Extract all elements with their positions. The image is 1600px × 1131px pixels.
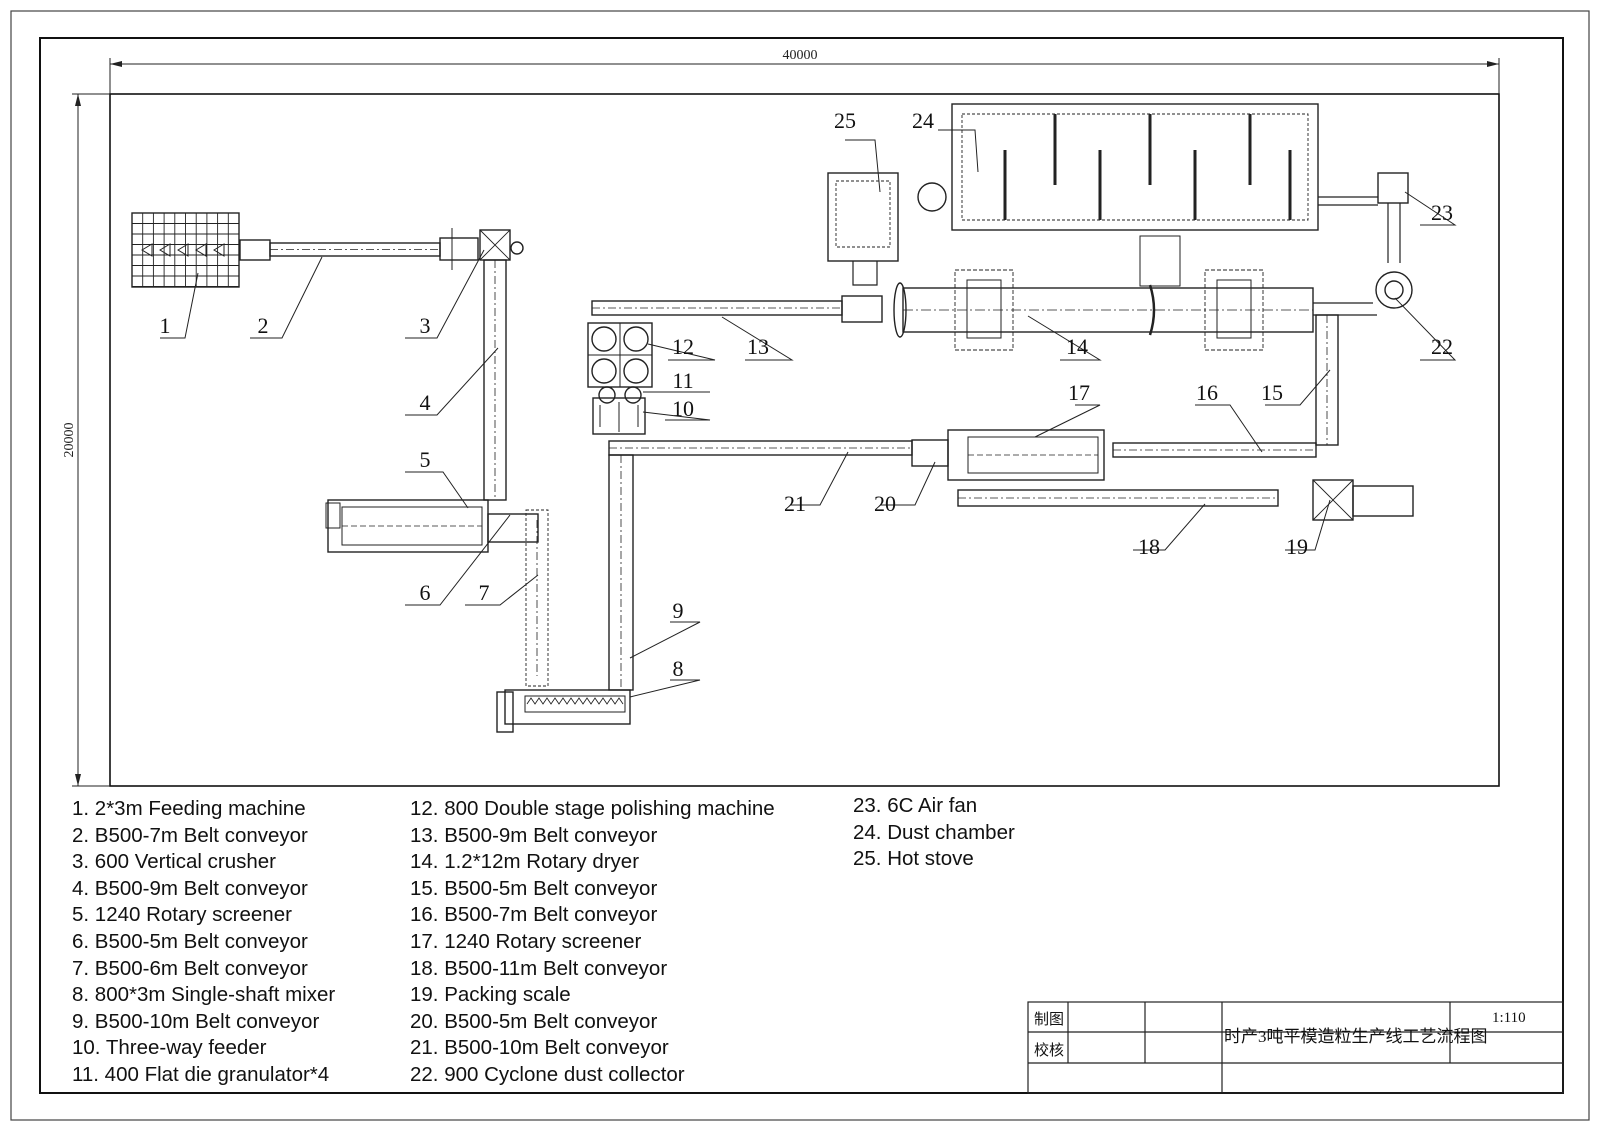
item-number-label: 5 <box>420 447 431 472</box>
item-number-label: 17 <box>1068 380 1090 405</box>
belt-conveyor-16 <box>1112 442 1317 458</box>
legend-item: 10. Three-way feeder <box>72 1036 267 1060</box>
drawing-title: 时产3吨平模造粒生产线工艺流程图 <box>1224 1027 1488 1046</box>
legend-item: 20. B500-5m Belt conveyor <box>410 1009 658 1033</box>
legend-item: 22. 900 Cyclone dust collector <box>410 1062 685 1086</box>
belt-conveyor-2 <box>239 228 479 270</box>
item-number-label: 6 <box>420 580 431 605</box>
legend-item: 2. B500-7m Belt conveyor <box>72 823 308 847</box>
item-number-label: 14 <box>1066 334 1088 359</box>
item-number-label: 8 <box>673 656 684 681</box>
belt-conveyor-7 <box>525 509 549 687</box>
title-block <box>1027 1001 1564 1094</box>
polishing-machine <box>587 322 653 388</box>
cyclone-dust-collector <box>1313 271 1413 316</box>
flat-die-granulators <box>598 386 642 404</box>
belt-conveyor-20 <box>911 439 949 467</box>
drawing-frame <box>109 93 1500 787</box>
legend-item: 8. 800*3m Single-shaft mixer <box>72 983 336 1007</box>
rotary-screener-5 <box>325 499 489 553</box>
sheet-border <box>39 37 1564 1094</box>
legend-item: 4. B500-9m Belt conveyor <box>72 876 308 900</box>
height-dimension: 20000 <box>62 93 110 787</box>
legend-item: 9. B500-10m Belt conveyor <box>72 1009 320 1033</box>
item-number-label: 1 <box>160 313 171 338</box>
item-number-label: 25 <box>834 108 856 133</box>
item-number-label: 15 <box>1261 380 1283 405</box>
packing-scale <box>1312 479 1414 521</box>
rotary-dryer <box>893 235 1314 351</box>
drawn-by-label: 制图 <box>1034 1012 1065 1028</box>
item-number-label: 18 <box>1138 534 1160 559</box>
legend-item: 15. B500-5m Belt conveyor <box>410 876 658 900</box>
legend-item: 14. 1.2*12m Rotary dryer <box>410 850 640 874</box>
item-number-label: 22 <box>1431 334 1453 359</box>
feeding-machine <box>131 212 240 288</box>
legend-column-1: 1. 2*3m Feeding machine 2. B500-7m Belt … <box>72 796 335 1089</box>
legend-column-2: 12. 800 Double stage polishing machine 1… <box>410 796 775 1089</box>
legend-item: 18. B500-11m Belt conveyor <box>410 956 668 980</box>
legend-item: 6. B500-5m Belt conveyor <box>72 929 308 953</box>
item-number-label: 3 <box>420 313 431 338</box>
item-number-label: 24 <box>912 108 934 133</box>
outer-border <box>10 10 1590 1121</box>
width-dimension: 40000 <box>109 48 1500 94</box>
legend-item: 17. 1240 Rotary screener <box>410 929 642 953</box>
belt-conveyor-4 <box>483 259 507 501</box>
item-number-label: 23 <box>1431 200 1453 225</box>
belt-conveyor-21 <box>608 440 913 456</box>
legend-column-3: 23. 6C Air fan 24. Dust chamber 25. Hot … <box>853 793 1015 873</box>
legend-item: 7. B500-6m Belt conveyor <box>72 956 308 980</box>
item-number-label: 20 <box>874 491 896 516</box>
legend-item: 13. B500-9m Belt conveyor <box>410 823 658 847</box>
legend-item: 24. Dust chamber <box>853 820 1015 844</box>
item-number-label: 4 <box>420 390 431 415</box>
item-number-label: 11 <box>672 368 693 393</box>
dust-chamber <box>917 103 1319 231</box>
item-number-label: 21 <box>784 491 806 516</box>
item-number-label: 19 <box>1286 534 1308 559</box>
legend-item: 11. 400 Flat die granulator*4 <box>72 1062 330 1086</box>
item-number-label: 10 <box>672 396 694 421</box>
belt-conveyor-15 <box>1315 314 1339 446</box>
belt-conveyor-13 <box>591 295 883 323</box>
single-shaft-mixer <box>496 689 631 733</box>
hot-stove <box>827 172 899 286</box>
legend-item: 1. 2*3m Feeding machine <box>72 797 306 820</box>
checked-by-label: 校核 <box>1034 1043 1065 1059</box>
item-number-label: 2 <box>258 313 269 338</box>
belt-conveyor-9 <box>608 454 634 691</box>
legend-item: 12. 800 Double stage polishing machine <box>410 797 775 820</box>
vertical-crusher <box>479 229 524 261</box>
legend-item: 3. 600 Vertical crusher <box>72 850 276 874</box>
height-label: 20000 <box>62 423 77 458</box>
legend-item: 23. 6C Air fan <box>853 794 978 817</box>
width-label: 40000 <box>783 48 818 63</box>
belt-conveyor-18 <box>957 489 1279 507</box>
item-number-label: 12 <box>672 334 694 359</box>
item-number-label: 9 <box>673 598 684 623</box>
item-number-label: 7 <box>479 580 490 605</box>
legend-item: 25. Hot stove <box>853 847 974 871</box>
drawing-scale: 1:110 <box>1492 1010 1526 1026</box>
legend-item: 16. B500-7m Belt conveyor <box>410 903 658 927</box>
legend-item: 19. Packing scale <box>410 983 571 1007</box>
air-fan <box>1318 172 1409 263</box>
legend-item: 5. 1240 Rotary screener <box>72 903 292 927</box>
belt-conveyor-6 <box>487 513 539 543</box>
three-way-feeder <box>592 397 646 435</box>
item-number-label: 16 <box>1196 380 1218 405</box>
legend-item: 21. B500-10m Belt conveyor <box>410 1036 669 1060</box>
rotary-screener-17 <box>947 429 1105 481</box>
item-number-label: 13 <box>747 334 769 359</box>
